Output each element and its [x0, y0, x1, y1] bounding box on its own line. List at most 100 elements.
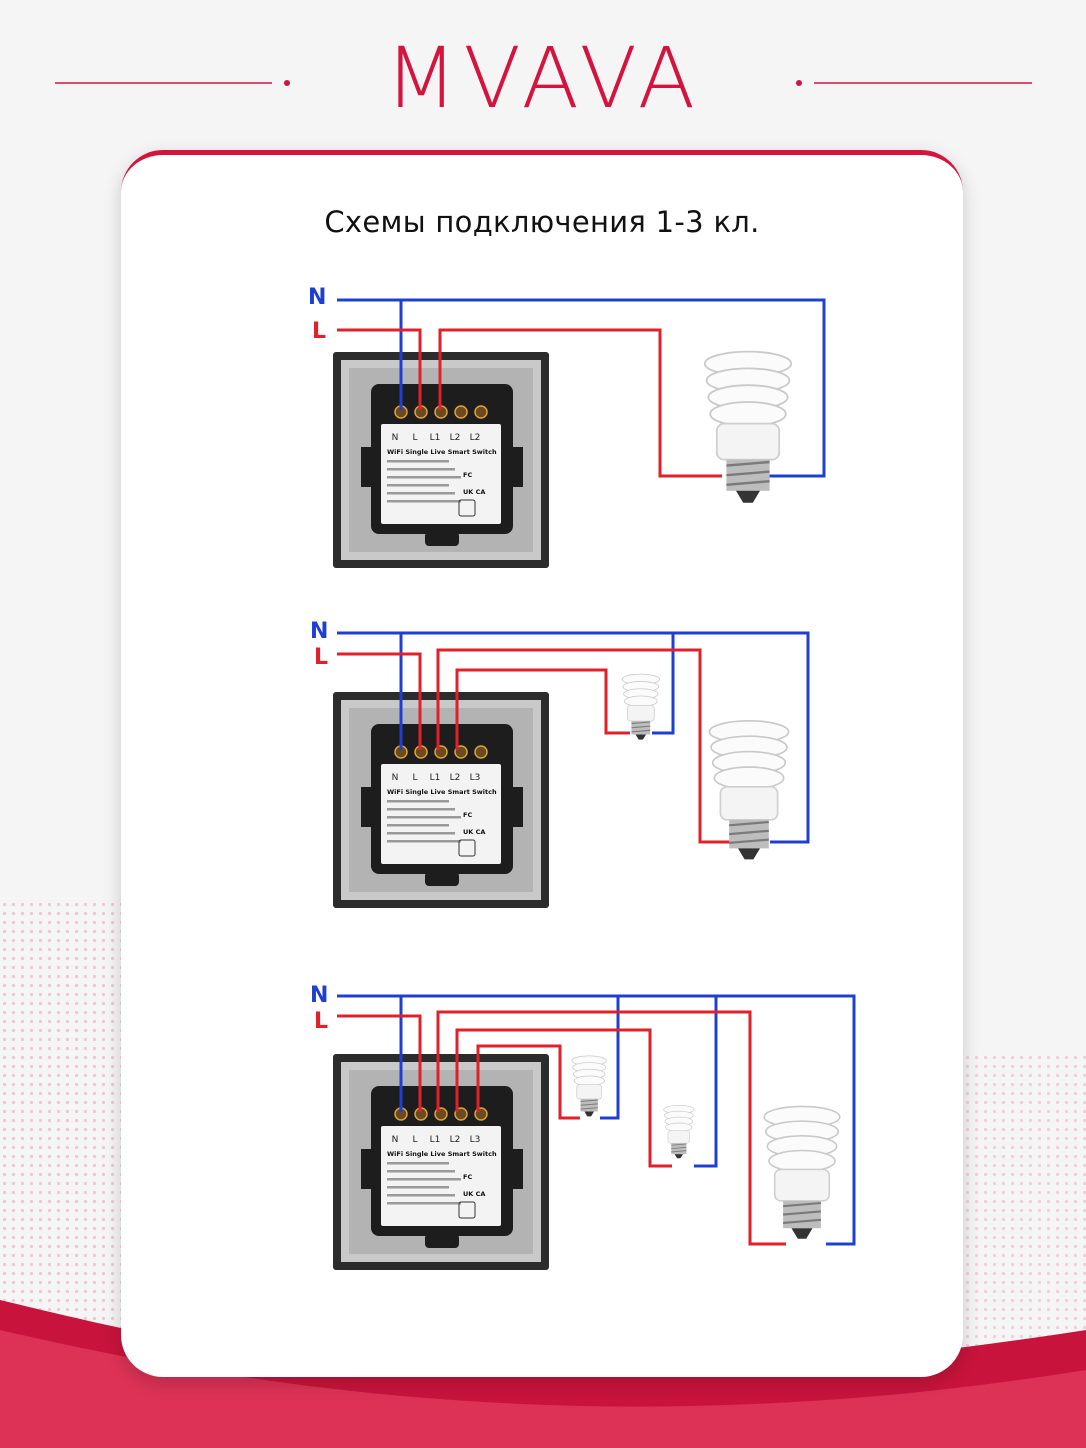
load-wire-l1	[438, 328, 722, 478]
lamp-2	[708, 719, 790, 860]
lamp-1	[621, 673, 660, 740]
terminal-label: L1	[430, 1135, 441, 1145]
lamp-1	[703, 350, 793, 503]
cert-ukca: UK CA	[463, 488, 485, 496]
module-fine-print	[387, 1194, 455, 1197]
switch-clip-right	[511, 787, 523, 827]
load-wire-l1	[436, 648, 740, 844]
cert-fc: FC	[463, 471, 472, 479]
lamp-spiral	[624, 695, 658, 707]
terminal-label: L2	[450, 773, 461, 783]
lamp-thread	[631, 721, 651, 725]
terminal-label: L1	[430, 433, 441, 443]
module-title: WiFi Single Live Smart Switch	[387, 1150, 497, 1158]
module-fine-print	[387, 500, 461, 503]
terminal-label: L	[412, 1135, 417, 1145]
lamp-thread	[726, 470, 770, 477]
lamp-thread	[580, 1103, 598, 1106]
lamp-tip	[674, 1154, 683, 1159]
lamp-thread	[729, 829, 769, 836]
lamp-thread	[580, 1099, 598, 1102]
module-fine-print	[387, 1202, 461, 1205]
lamp-thread	[729, 838, 769, 844]
label-neutral: N	[310, 983, 328, 1008]
module-label	[381, 764, 501, 864]
module-fine-print	[387, 468, 455, 471]
module-fine-print	[387, 816, 461, 819]
terminal-label: L	[412, 433, 417, 443]
terminal-label: L2	[470, 433, 481, 443]
cert-fc: FC	[463, 811, 472, 819]
lamp-tip	[635, 734, 646, 740]
lamp-body	[719, 785, 779, 821]
neutral-branch-1	[600, 996, 620, 1120]
lamp-thread	[783, 1201, 821, 1208]
lamp-thread	[631, 729, 651, 733]
lamp-thread	[631, 725, 651, 729]
terminal-screw	[454, 405, 468, 419]
lamp-thread	[671, 1146, 687, 1150]
terminal-label: N	[392, 433, 399, 443]
label-neutral: N	[310, 619, 328, 644]
terminal-label: L3	[470, 1135, 481, 1145]
switch-clip-bottom	[425, 532, 459, 546]
module-title: WiFi Single Live Smart Switch	[387, 448, 497, 456]
module-fine-print	[387, 484, 449, 487]
wifi-icon	[458, 1201, 476, 1219]
terminal-label: L1	[430, 773, 441, 783]
label-live: L	[314, 645, 328, 670]
lamp-thread	[726, 460, 770, 467]
load-wire-l1	[436, 1010, 786, 1246]
live-wire	[337, 652, 422, 750]
switch-clip-right	[511, 1149, 523, 1189]
module-fine-print	[387, 1162, 449, 1165]
switch-clip-bottom	[425, 872, 459, 886]
neutral-wire	[337, 298, 826, 478]
lamp-thread	[671, 1143, 687, 1146]
neutral-wire	[337, 631, 810, 844]
lamp-body	[715, 422, 781, 461]
neutral-wire	[337, 994, 856, 1246]
lamp-body	[773, 1168, 831, 1202]
lamp-spiral	[709, 401, 787, 427]
module-fine-print	[387, 1170, 455, 1173]
wifi-icon	[458, 499, 476, 517]
terminal-label: L	[412, 773, 417, 783]
live-wire	[337, 1014, 422, 1112]
module-fine-print	[387, 832, 455, 835]
terminal-label: L2	[450, 1135, 461, 1145]
terminal-screw	[474, 405, 488, 419]
module-fine-print	[387, 800, 449, 803]
terminal-label: N	[392, 773, 399, 783]
lamp-body	[576, 1084, 603, 1100]
module-title: WiFi Single Live Smart Switch	[387, 788, 497, 796]
terminal-label: L3	[470, 773, 481, 783]
switch-clip-bottom	[425, 1234, 459, 1248]
lamp-thread	[726, 480, 770, 486]
load-wire-l2	[455, 1028, 672, 1168]
load-wire-l3	[476, 1044, 580, 1120]
switch-clip-left	[361, 447, 373, 487]
label-neutral: N	[308, 285, 326, 310]
load-wire-l2	[455, 668, 630, 750]
label-live: L	[314, 1009, 328, 1034]
label-live: L	[312, 319, 326, 344]
lamp-thread	[580, 1107, 598, 1110]
lamp-thread	[783, 1218, 821, 1224]
lamp-base	[671, 1143, 687, 1155]
module-fine-print	[387, 1186, 449, 1189]
wifi-icon	[458, 839, 476, 857]
lamp-spiral	[573, 1075, 605, 1086]
module-fine-print	[387, 808, 455, 811]
lamp-tip	[738, 848, 760, 860]
terminal-label: N	[392, 1135, 399, 1145]
module-fine-print	[387, 492, 455, 495]
terminal-label: L2	[450, 433, 461, 443]
lamp-tip	[791, 1228, 813, 1239]
